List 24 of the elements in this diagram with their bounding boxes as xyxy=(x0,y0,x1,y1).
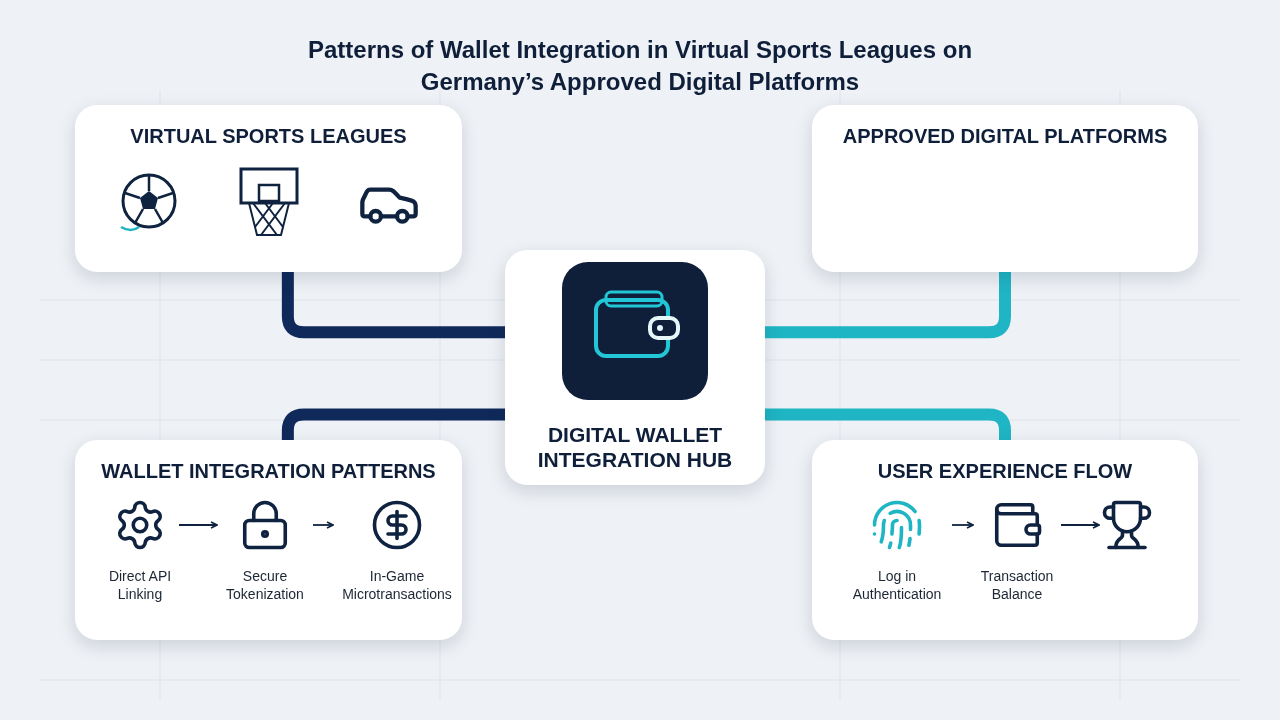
step-label: Transaction Balance xyxy=(979,567,1055,603)
step-label: In-Game Microtransactions xyxy=(341,567,453,603)
arrow xyxy=(178,521,218,529)
hub-title: DIGITAL WALLET INTEGRATION HUB xyxy=(536,422,734,472)
panel-card xyxy=(75,105,462,272)
panel-title: VIRTUAL SPORTS LEAGUES xyxy=(129,124,408,149)
connector-line xyxy=(281,272,505,339)
panel-title: APPROVED DIGITAL PLATFORMS xyxy=(841,124,1169,149)
panel-title: USER EXPERIENCE FLOW xyxy=(876,459,1134,484)
connector-line xyxy=(281,408,505,440)
panel-card xyxy=(75,440,462,640)
hub-card xyxy=(505,250,765,485)
connector-line xyxy=(765,408,1011,440)
title: Patterns of Wallet Integration in Virtual Sports Leagues on Germany’s Approved Digital Platforms xyxy=(306,35,974,97)
connector-line xyxy=(765,272,1011,339)
panel-card xyxy=(812,105,1198,272)
arrow xyxy=(312,521,334,529)
step-label: Secure Tokenization xyxy=(225,567,305,603)
panel-card xyxy=(812,440,1198,640)
step-label: Direct API Linking xyxy=(107,567,173,603)
arrow xyxy=(951,521,974,529)
arrow xyxy=(1060,521,1100,529)
step-label: Log in Authentication xyxy=(851,567,943,603)
panel-title: WALLET INTEGRATION PATTERNS xyxy=(100,459,437,484)
